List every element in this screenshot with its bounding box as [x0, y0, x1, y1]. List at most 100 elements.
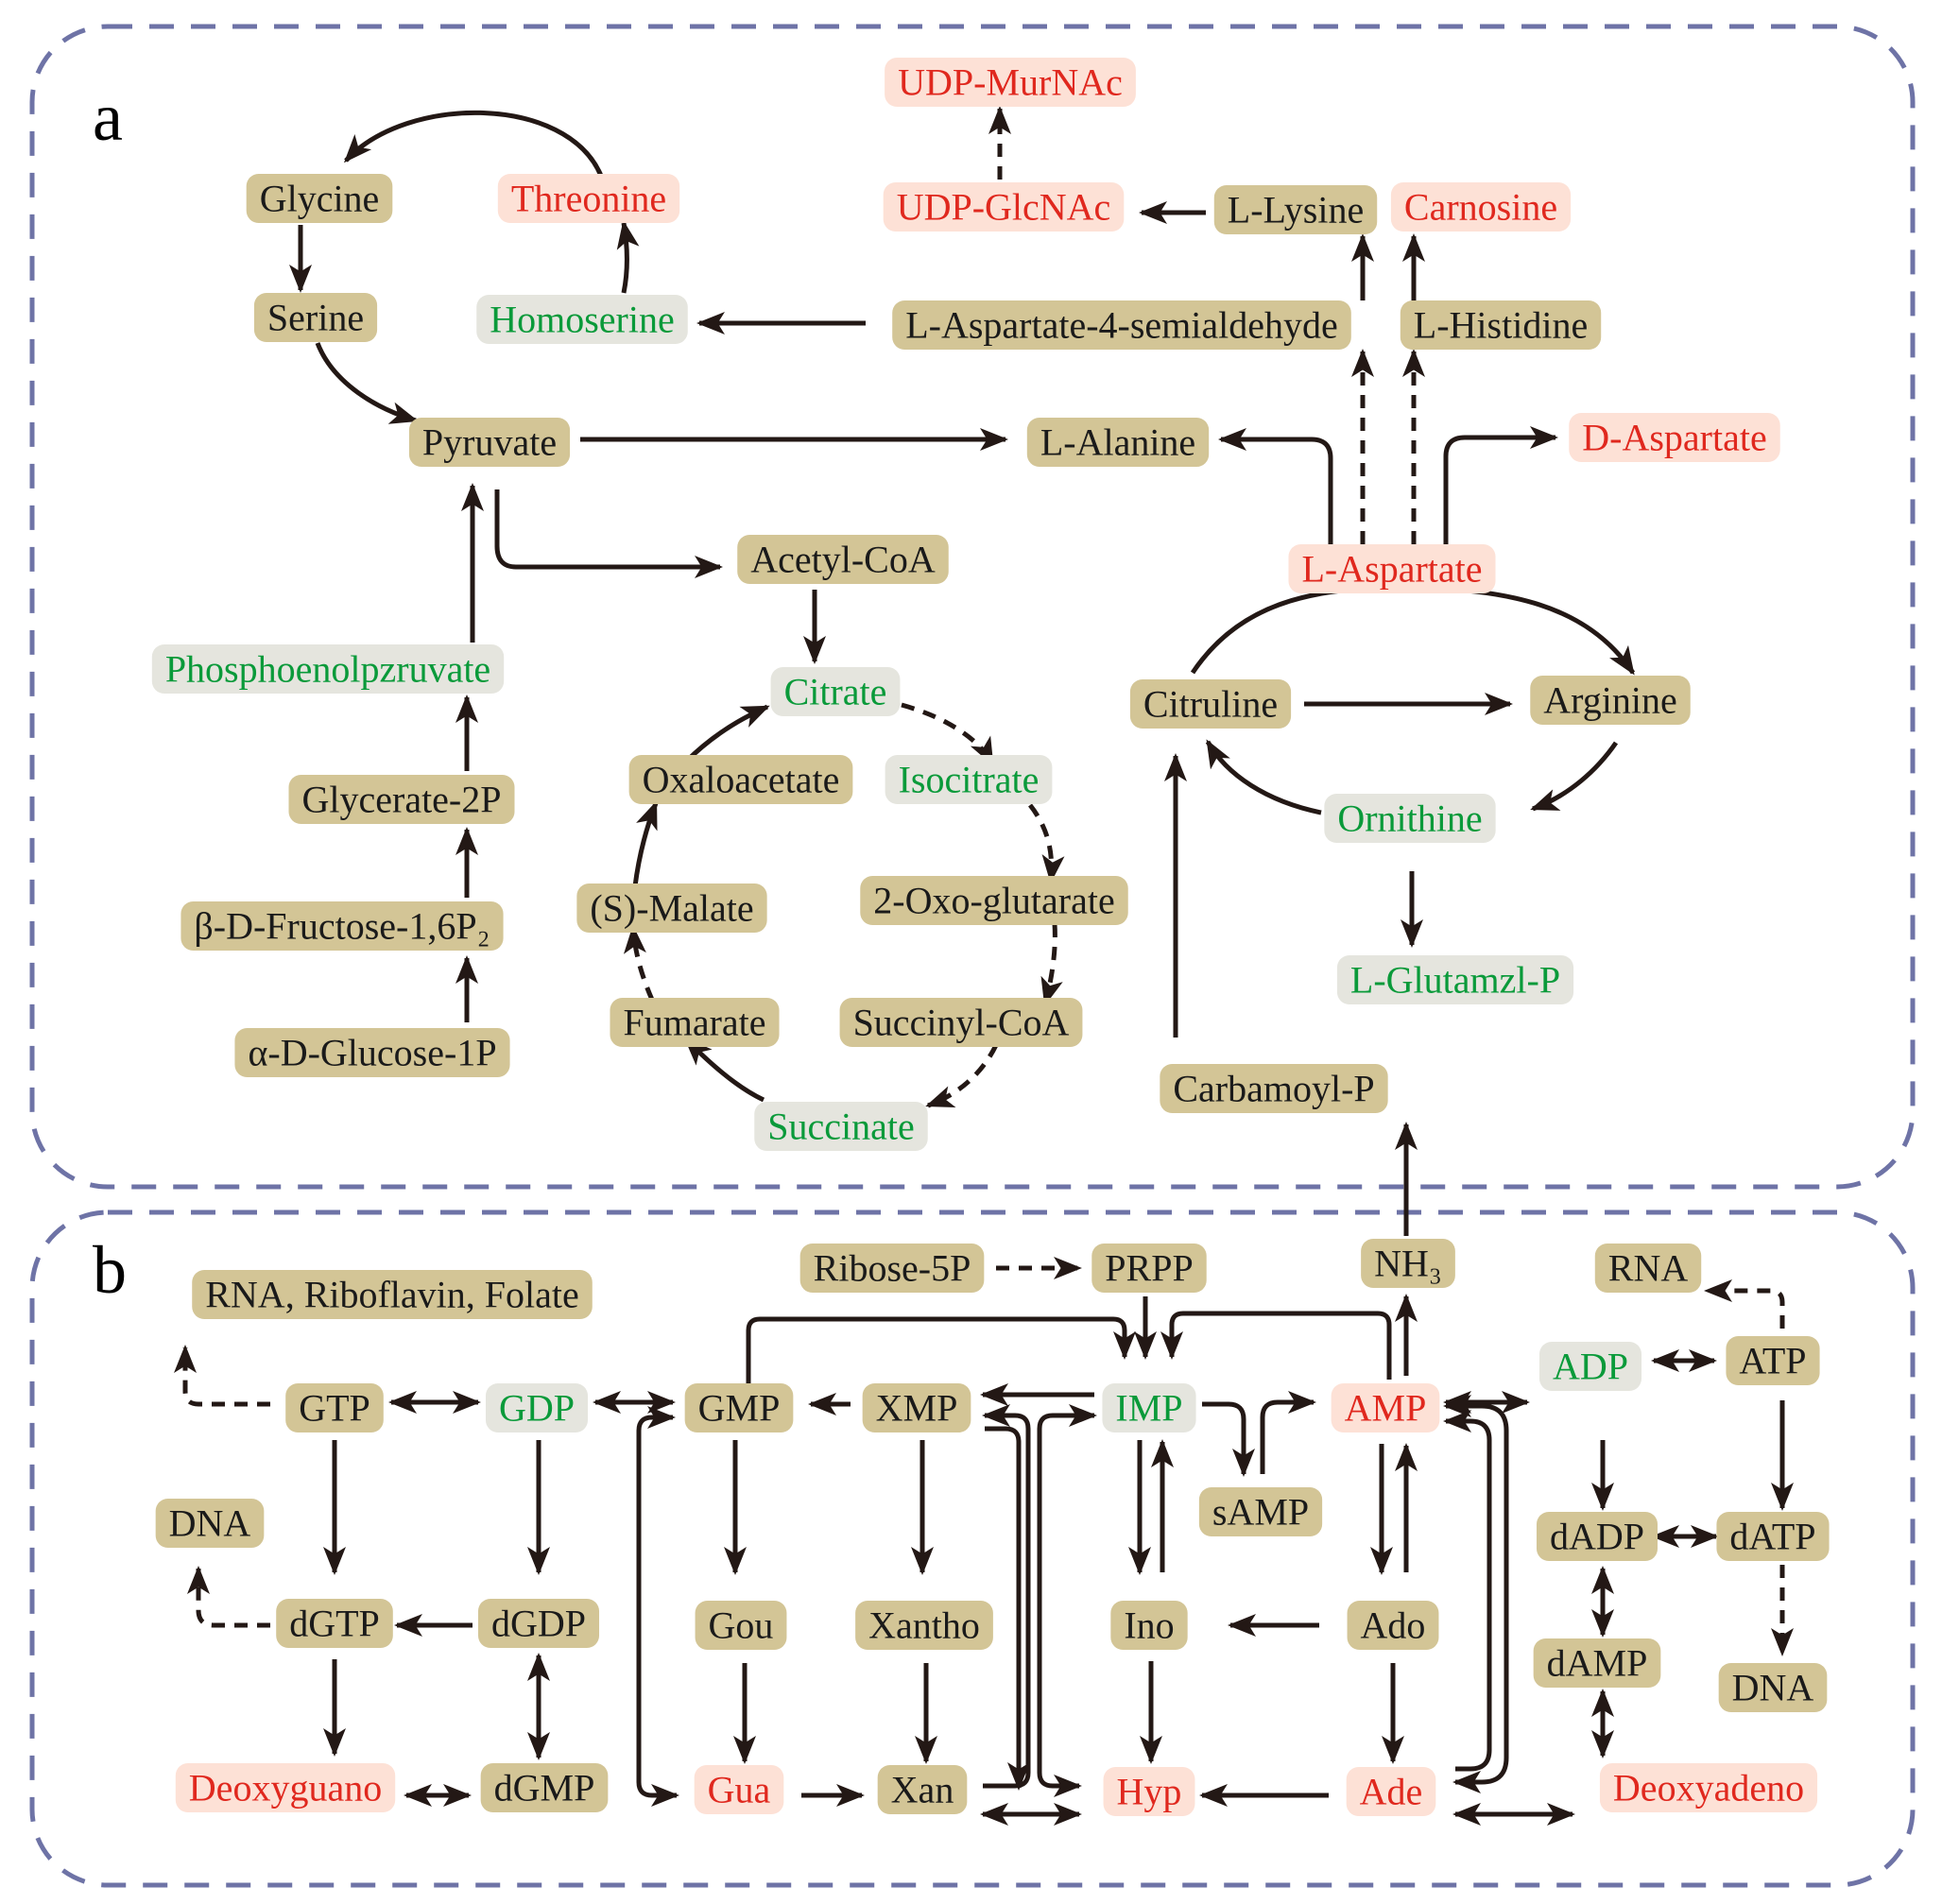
edge-citruline-aspartate-arginine [1190, 585, 1636, 676]
node-l-aspartate-4-semialdehyde: L-Aspartate-4-semialdehyde [892, 300, 1351, 350]
node-xan-label: Xan [891, 1769, 954, 1811]
node-gmp-box [684, 1383, 794, 1432]
edge-aspartate-alanine [1218, 428, 1333, 544]
node-threonine-box [497, 174, 680, 223]
metabolite-nodes: UDP-MurNAc Glycine Threonine UDP-GlcNAc … [151, 58, 1830, 1816]
node-nh3: NH₃ [1361, 1239, 1455, 1288]
node-xmp-box [862, 1383, 971, 1432]
node-dadp: dADP [1536, 1512, 1658, 1561]
node-2-oxo-glutarate-label: 2-Oxo-glutarate [873, 880, 1114, 922]
node-homoserine-box [476, 295, 688, 344]
node-citruline-label: Citruline [1143, 683, 1278, 726]
node-glycine: Glycine [246, 174, 393, 223]
node-dna-left-box [155, 1499, 265, 1548]
node-l-alanine-box [1026, 418, 1210, 467]
edge-xan-xmp-loop [982, 1404, 1031, 1789]
node-ado-label: Ado [1361, 1604, 1426, 1647]
node-xan: Xan [877, 1765, 968, 1814]
node-dgtp-label: dGTP [289, 1603, 380, 1645]
node-glycine-box [246, 174, 393, 223]
node-hyp: Hyp [1103, 1767, 1195, 1816]
node-oxaloacetate-label: Oxaloacetate [643, 759, 840, 801]
node-dna-right: DNA [1718, 1663, 1828, 1712]
node-samp: sAMP [1198, 1487, 1323, 1536]
node-prpp: PRPP [1091, 1244, 1207, 1293]
node-acetyl-coa: Acetyl-CoA [737, 535, 949, 584]
edge-gtp-rna-riboflavin [174, 1345, 270, 1407]
node-xantho-label: Xantho [868, 1604, 980, 1647]
node-serine: Serine [253, 293, 378, 342]
node-l-aspartate-4-semialdehyde-label: L-Aspartate-4-semialdehyde [905, 304, 1338, 347]
node-gmp-label: GMP [698, 1387, 781, 1430]
edge-ornithine-citruline [1205, 739, 1322, 815]
node-damp-label: dAMP [1547, 1642, 1648, 1685]
node-fumarate-label: Fumarate [623, 1002, 765, 1044]
node-succinate: Succinate [754, 1102, 928, 1151]
node-arginine-label: Arginine [1543, 679, 1676, 722]
node-nh3-box [1361, 1239, 1455, 1288]
panel-b-edges [174, 1122, 1794, 1826]
node-deoxyguano-label: Deoxyguano [189, 1767, 382, 1810]
node-rna-riboflavin-folate-label: RNA, Riboflavin, Folate [205, 1274, 579, 1316]
node-ino-box [1110, 1601, 1188, 1650]
node-succinyl-coa-box [839, 998, 1083, 1047]
node-ado-box [1347, 1601, 1439, 1650]
node-rna-top-label: RNA [1608, 1247, 1689, 1290]
node-ribose-5p: Ribose-5P [799, 1244, 985, 1293]
node-gou-box [695, 1601, 787, 1650]
node-carnosine: Carnosine [1390, 182, 1572, 232]
node-dadp-box [1536, 1512, 1658, 1561]
node-carbamoyl-p: Carbamoyl-P [1160, 1064, 1388, 1113]
node-l-histidine: L-Histidine [1400, 300, 1602, 350]
node-phosphoenolpzruvate-box [151, 644, 505, 694]
node-dgdp: dGDP [477, 1599, 600, 1648]
node-l-lysine-label: L-Lysine [1228, 189, 1364, 232]
node-isocitrate-box [885, 755, 1053, 804]
node-dna-left-label: DNA [169, 1502, 251, 1545]
edge-samp-amp [1260, 1391, 1316, 1474]
node-gdp-box [485, 1383, 589, 1432]
node-ribose-5p-box [799, 1244, 985, 1293]
node-l-aspartate-label: L-Aspartate [1301, 548, 1482, 591]
node-datp-box [1716, 1512, 1830, 1561]
node-a-d-glucose-1p: α-D-Glucose-1P [234, 1028, 510, 1077]
node-ino: Ino [1110, 1601, 1188, 1650]
node-gua: Gua [694, 1765, 784, 1814]
edge-hyp-imp-loop [1037, 1404, 1097, 1797]
node-phosphoenolpzruvate: Phosphoenolpzruvate [151, 644, 505, 694]
node-gtp-label: GTP [299, 1387, 370, 1430]
node-datp-label: dATP [1729, 1516, 1815, 1558]
node-ade-box [1346, 1767, 1436, 1816]
node-d-aspartate-label: D-Aspartate [1582, 417, 1766, 459]
node-threonine-label: Threonine [511, 178, 666, 220]
node-2-oxo-glutarate: 2-Oxo-glutarate [860, 876, 1128, 925]
node-l-histidine-box [1400, 300, 1602, 350]
node-glycerate-2p-box [288, 775, 515, 824]
node-l-lysine-box [1213, 185, 1378, 234]
node-amp-box [1331, 1383, 1440, 1432]
node-isocitrate: Isocitrate [885, 755, 1053, 804]
panel-b-frame [29, 1209, 1916, 1888]
node-l-alanine: L-Alanine [1026, 418, 1210, 467]
edge-gmp-imp [746, 1316, 1136, 1387]
node-homoserine: Homoserine [476, 295, 688, 344]
node-deoxyadeno-label: Deoxyadeno [1613, 1767, 1804, 1810]
node-dadp-label: dADP [1550, 1516, 1644, 1558]
node-citruline-box [1129, 679, 1292, 729]
node-nh3-label: NH₃ [1374, 1243, 1442, 1285]
node-rna-top-box [1594, 1244, 1702, 1293]
edge-amp-imp [1160, 1311, 1392, 1380]
node-udp-murnac-label: UDP-MurNAc [898, 61, 1123, 104]
edge-succinate-fumarate [683, 1037, 765, 1103]
node-hyp-label: Hyp [1117, 1771, 1182, 1813]
node-atp-label: ATP [1739, 1340, 1806, 1382]
node-gou-label: Gou [709, 1604, 774, 1647]
node-oxaloacetate-box [628, 755, 853, 804]
node-l-lysine: L-Lysine [1213, 185, 1378, 234]
node-ornithine: Ornithine [1324, 794, 1496, 843]
node-ino-label: Ino [1124, 1604, 1174, 1647]
node-succinate-box [754, 1102, 928, 1151]
node-deoxyadeno: Deoxyadeno [1599, 1763, 1818, 1812]
node-dna-right-box [1718, 1663, 1828, 1712]
